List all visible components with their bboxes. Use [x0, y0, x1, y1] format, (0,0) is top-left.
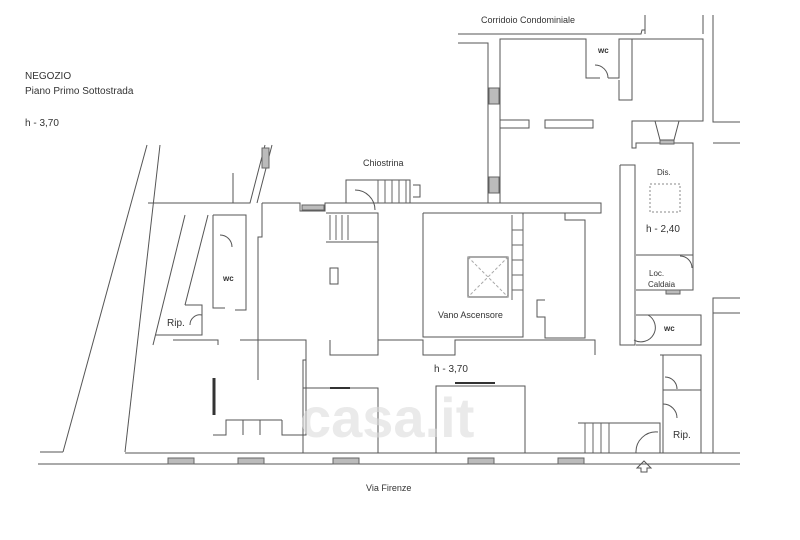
- arrow-icon: [413, 184, 421, 198]
- label-storage-right: Rip.: [673, 430, 691, 441]
- label-dis-height: h - 2,40: [646, 224, 680, 235]
- window: [488, 176, 500, 194]
- label-wc-left: wc: [223, 274, 234, 283]
- entrance-arrow-icon: [635, 460, 653, 473]
- label-storage-left: Rip.: [167, 318, 185, 329]
- corridor-wall: [458, 29, 645, 35]
- label-dis: Dis.: [657, 168, 671, 177]
- label-street: Via Firenze: [366, 483, 412, 493]
- label-boiler-1: Loc.: [649, 269, 665, 278]
- door-swing: [594, 64, 609, 79]
- label-boiler-2: Caldaia: [648, 280, 676, 289]
- label-main-height: h - 3,70: [434, 364, 468, 375]
- plan-subtitle: Piano Primo Sottostrada: [25, 86, 134, 97]
- label-corridor: Corridoio Condominiale: [481, 15, 576, 25]
- label-courtyard: Chiostrina: [363, 158, 404, 168]
- label-wc-top: wc: [598, 46, 609, 55]
- skylight: [649, 183, 681, 213]
- label-wc-right: wc: [664, 324, 675, 333]
- window: [659, 139, 675, 145]
- window: [488, 87, 500, 105]
- plan-height: h - 3,70: [25, 118, 59, 129]
- watermark: casa.it: [300, 386, 475, 449]
- plan-title: NEGOZIO: [25, 71, 72, 82]
- label-elevator: Vano Ascensore: [438, 310, 503, 320]
